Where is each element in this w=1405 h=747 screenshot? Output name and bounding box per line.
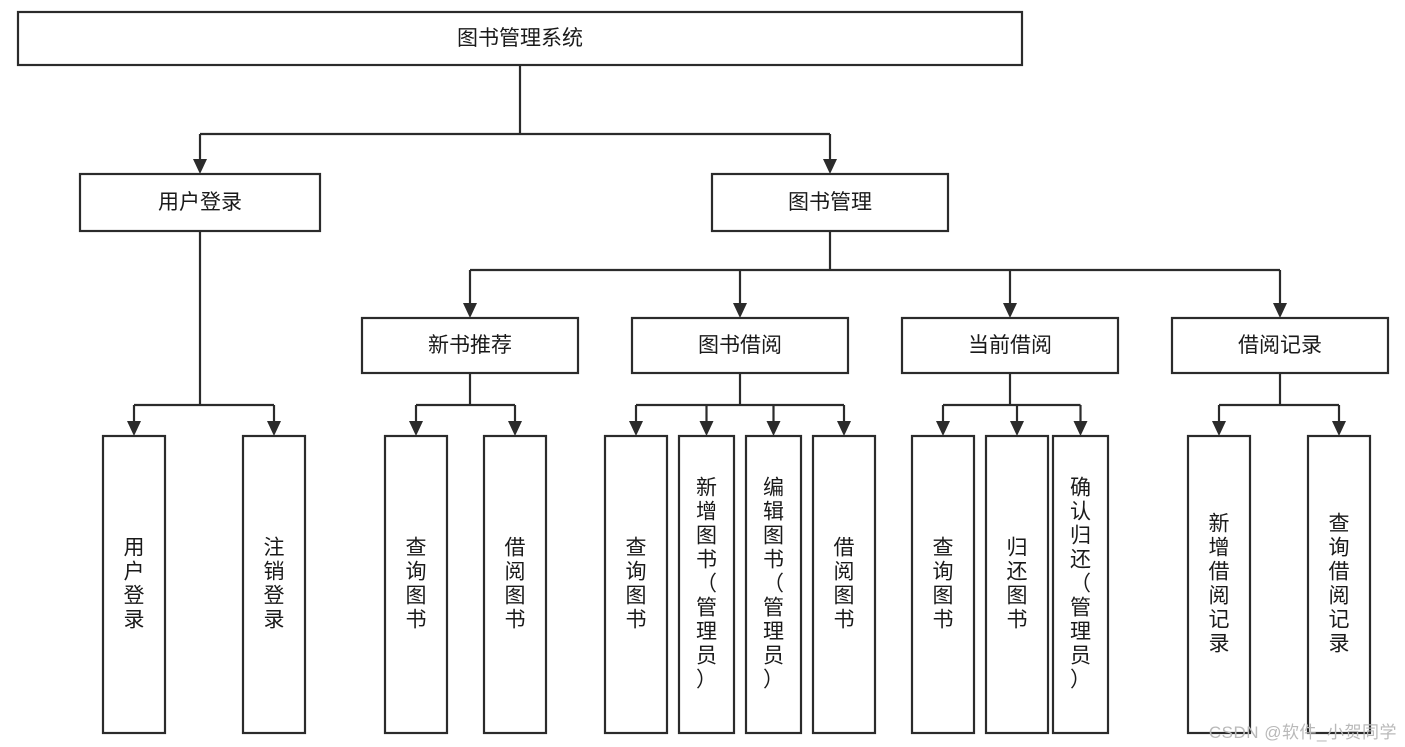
node-label: 图书管理 bbox=[788, 191, 872, 214]
node-box[interactable] bbox=[900, 316, 1120, 375]
to-leaf-编辑图书管理员-arrowhead bbox=[766, 421, 781, 436]
node-label: 借阅图书 bbox=[505, 536, 526, 631]
to-leaf-借阅图书-arrowhead bbox=[508, 421, 522, 436]
node-level2-图书管理[interactable]: 图书管理 bbox=[710, 172, 950, 233]
node-box[interactable] bbox=[482, 434, 548, 735]
connector-layer bbox=[127, 65, 1346, 436]
node-leaf-查询图书[interactable]: 查询图书 bbox=[383, 434, 449, 735]
node-root-图书管理系统[interactable]: 图书管理系统 bbox=[16, 10, 1024, 67]
to-leaf-查询图书-arrowhead bbox=[629, 421, 643, 436]
csdn-watermark: CSDN @软件_小贺同学 bbox=[1208, 723, 1397, 742]
node-box[interactable] bbox=[984, 434, 1050, 735]
node-box[interactable] bbox=[101, 434, 167, 735]
node-label: 编辑图书（管理员） bbox=[763, 476, 784, 691]
node-level3-新书推荐[interactable]: 新书推荐 bbox=[360, 316, 580, 375]
to-当前借阅-arrowhead bbox=[1003, 303, 1017, 318]
node-label: 新增图书（管理员） bbox=[696, 476, 717, 691]
to-图书借阅-arrowhead bbox=[733, 303, 747, 318]
node-leaf-注销登录[interactable]: 注销登录 bbox=[241, 434, 307, 735]
node-label: 借阅图书 bbox=[834, 536, 855, 631]
node-label: 图书借阅 bbox=[698, 334, 782, 357]
node-label: 借阅记录 bbox=[1238, 334, 1322, 357]
node-label: 新增借阅记录 bbox=[1209, 512, 1230, 655]
to-leaf-查询图书-arrowhead bbox=[409, 421, 423, 436]
node-leaf-查询图书[interactable]: 查询图书 bbox=[910, 434, 976, 735]
node-level3-当前借阅[interactable]: 当前借阅 bbox=[900, 316, 1120, 375]
node-box[interactable] bbox=[744, 434, 803, 735]
node-level3-借阅记录[interactable]: 借阅记录 bbox=[1170, 316, 1390, 375]
node-box[interactable] bbox=[910, 434, 976, 735]
node-label: 确认归还（管理员） bbox=[1070, 476, 1091, 691]
to-leaf-借阅图书-arrowhead bbox=[837, 421, 851, 436]
node-box[interactable] bbox=[1306, 434, 1372, 735]
node-label: 用户登录 bbox=[124, 536, 145, 631]
node-box[interactable] bbox=[78, 172, 322, 233]
node-label: 查询借阅记录 bbox=[1329, 512, 1350, 655]
node-box[interactable] bbox=[603, 434, 669, 735]
to-leaf-查询图书-arrowhead bbox=[936, 421, 950, 436]
node-label: 查询图书 bbox=[406, 536, 427, 631]
node-level2-用户登录[interactable]: 用户登录 bbox=[78, 172, 322, 233]
to-新书推荐-arrowhead bbox=[463, 303, 477, 318]
node-label: 注销登录 bbox=[264, 536, 285, 631]
to-leaf-归还图书-arrowhead bbox=[1010, 421, 1024, 436]
node-leaf-归还图书[interactable]: 归还图书 bbox=[984, 434, 1050, 735]
to-leaf-确认归还管理员-arrowhead bbox=[1073, 421, 1088, 436]
node-leaf-编辑图书管理员[interactable]: 编辑图书（管理员） bbox=[744, 434, 803, 735]
to-用户登录-arrowhead bbox=[193, 159, 207, 174]
node-label: 用户登录 bbox=[158, 191, 242, 214]
node-label: 查询图书 bbox=[933, 536, 954, 631]
node-box[interactable] bbox=[1051, 434, 1110, 735]
node-leaf-新增图书管理员[interactable]: 新增图书（管理员） bbox=[677, 434, 736, 735]
node-leaf-借阅图书[interactable]: 借阅图书 bbox=[482, 434, 548, 735]
to-图书管理-arrowhead bbox=[823, 159, 837, 174]
node-leaf-新增借阅记录[interactable]: 新增借阅记录 bbox=[1186, 434, 1252, 735]
node-label: 图书管理系统 bbox=[457, 27, 583, 50]
to-leaf-新增图书管理员-arrowhead bbox=[699, 421, 714, 436]
node-box[interactable] bbox=[1186, 434, 1252, 735]
node-label: 当前借阅 bbox=[968, 334, 1052, 357]
node-box[interactable] bbox=[677, 434, 736, 735]
node-box[interactable] bbox=[241, 434, 307, 735]
node-box[interactable] bbox=[630, 316, 850, 375]
to-leaf-新增借阅记录-arrowhead bbox=[1212, 421, 1226, 436]
node-leaf-用户登录[interactable]: 用户登录 bbox=[101, 434, 167, 735]
node-leaf-查询图书[interactable]: 查询图书 bbox=[603, 434, 669, 735]
to-leaf-注销登录-arrowhead bbox=[267, 421, 281, 436]
node-box[interactable] bbox=[1170, 316, 1390, 375]
node-label: 查询图书 bbox=[626, 536, 647, 631]
node-label: 新书推荐 bbox=[428, 334, 512, 357]
node-level3-图书借阅[interactable]: 图书借阅 bbox=[630, 316, 850, 375]
to-leaf-用户登录-arrowhead bbox=[127, 421, 141, 436]
node-box[interactable] bbox=[383, 434, 449, 735]
to-借阅记录-arrowhead bbox=[1273, 303, 1287, 318]
node-box[interactable] bbox=[16, 10, 1024, 67]
to-leaf-查询借阅记录-arrowhead bbox=[1332, 421, 1346, 436]
node-layer: 图书管理系统用户登录图书管理新书推荐图书借阅当前借阅借阅记录用户登录注销登录查询… bbox=[16, 10, 1390, 735]
node-label: 归还图书 bbox=[1007, 536, 1028, 631]
node-box[interactable] bbox=[811, 434, 877, 735]
node-leaf-查询借阅记录[interactable]: 查询借阅记录 bbox=[1306, 434, 1372, 735]
node-leaf-确认归还管理员[interactable]: 确认归还（管理员） bbox=[1051, 434, 1110, 735]
node-box[interactable] bbox=[360, 316, 580, 375]
node-leaf-借阅图书[interactable]: 借阅图书 bbox=[811, 434, 877, 735]
node-box[interactable] bbox=[710, 172, 950, 233]
